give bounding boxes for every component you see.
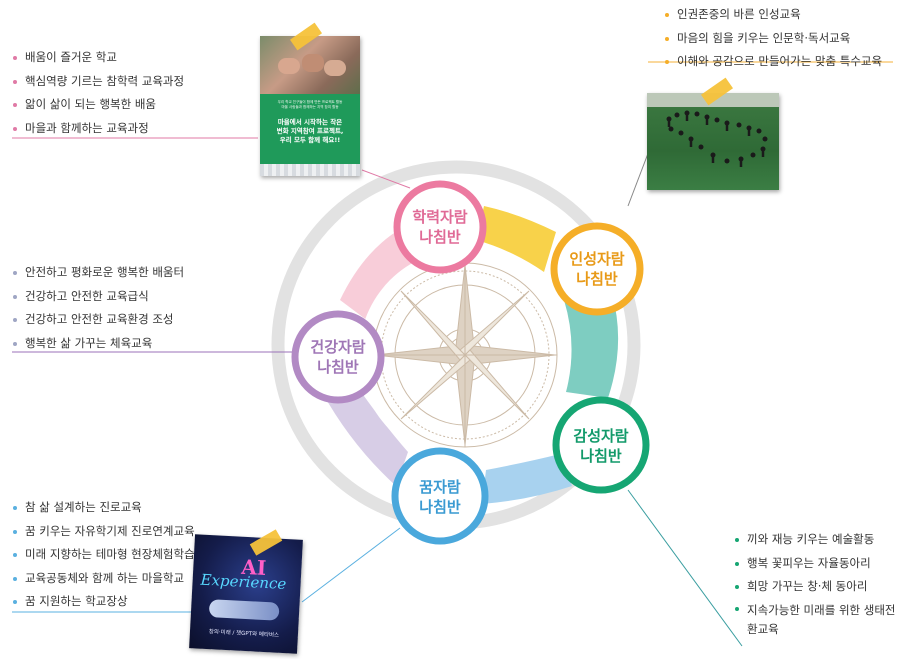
list-item: 안전하고 평화로운 행복한 배움터	[12, 261, 184, 285]
list-item: 건강하고 안전한 교육급식	[12, 285, 184, 309]
fist-shape	[278, 58, 300, 74]
list-item: 지속가능한 미래를 위한 생태전환교육	[734, 599, 904, 639]
leader-lines	[12, 61, 893, 647]
list-item: 핵심역량 기르는 참학력 교육과정	[12, 70, 184, 94]
list-item: 희망 가꾸는 창·체 동아리	[734, 575, 904, 599]
list-gamseong: 끼와 재능 키우는 예술활동 행복 꽃피우는 자율동아리 희망 가꾸는 창·체 …	[734, 528, 904, 639]
ai-caption: 창의·미래 / 챗GPT와 메타버스	[208, 629, 280, 639]
node-label-hakryeok: 학력자람 나침반	[412, 208, 468, 246]
field-photo	[647, 93, 779, 190]
node-kkum[interactable]	[391, 447, 489, 545]
list-inseong: 인권존중의 바른 인성교육 마음의 힘을 키우는 인문학·독서교육 이해와 공감…	[664, 3, 882, 74]
students-formation	[666, 110, 768, 167]
node-label-inseong: 인성자람 나침반	[569, 250, 625, 288]
ai-experience-photo: AI Experience 창의·미래 / 챗GPT와 메타버스	[189, 534, 303, 654]
poster-grid-strip	[260, 164, 360, 176]
poster-text: 마을에서 시작하는 작은 변화 지역참여 프로젝트, 우리 모두 함께 해요!!	[276, 118, 344, 144]
list-item: 건강하고 안전한 교육환경 조성	[12, 308, 184, 332]
ai-title: Experience	[200, 570, 287, 594]
list-item: 인권존중의 바른 인성교육	[664, 3, 882, 27]
list-item: 배움이 즐거운 학교	[12, 46, 184, 70]
poster-small-text: 우리 학교 친구들이 함께 만든 프로젝트 활동 마을 사람들과 함께하는 지역…	[277, 100, 343, 109]
node-inseong[interactable]	[550, 222, 644, 316]
fist-shape	[324, 60, 346, 76]
list-geongang: 안전하고 평화로운 행복한 배움터 건강하고 안전한 교육급식 건강하고 안전한…	[12, 261, 184, 355]
robot-hand-shape	[208, 599, 280, 621]
fist-shape	[302, 54, 324, 72]
list-item: 끼와 재능 키우는 예술활동	[734, 528, 904, 552]
list-item: 꿈 키우는 자유학기제 진로연계교육	[12, 520, 195, 544]
list-item: 행복 꽃피우는 자율동아리	[734, 552, 904, 576]
compass-rose	[372, 262, 558, 448]
list-item: 이해와 공감으로 만들어가는 맞춤 특수교육	[664, 50, 882, 74]
node-label-kkum: 꿈자람 나침반	[419, 478, 461, 516]
list-item: 행복한 삶 가꾸는 체육교육	[12, 332, 184, 356]
node-geongang[interactable]	[291, 310, 385, 404]
node-label-geongang: 건강자람 나침반	[310, 338, 366, 376]
list-item: 교육공동체와 함께 하는 마을학교	[12, 567, 195, 591]
band-hakryeok-inseong	[476, 206, 556, 272]
band-gamseong-kkum	[482, 454, 572, 504]
list-kkum: 참 삶 설계하는 진로교육 꿈 키우는 자유학기제 진로연계교육 미래 지향하는…	[12, 496, 195, 614]
list-item: 꿈 지원하는 학교장상	[12, 590, 195, 614]
list-item: 마을과 함께하는 교육과정	[12, 117, 184, 141]
list-item: 마음의 힘을 키우는 인문학·독서교육	[664, 27, 882, 51]
node-label-gamseong: 감성자람 나침반	[573, 427, 629, 465]
list-item: 앎이 삶이 되는 행복한 배움	[12, 93, 184, 117]
poster-green-panel: 우리 학교 친구들이 함께 만든 프로젝트 활동 마을 사람들과 함께하는 지역…	[260, 94, 360, 176]
node-gamseong[interactable]	[552, 396, 650, 494]
list-item: 미래 지향하는 테마형 현장체험학습	[12, 543, 195, 567]
node-hakryeok[interactable]	[393, 180, 487, 274]
band-kkum-geongang	[322, 376, 408, 486]
band-inseong-gamseong	[564, 294, 619, 398]
list-item: 참 삶 설계하는 진로교육	[12, 496, 195, 520]
poster-photo: 우리 학교 친구들이 함께 만든 프로젝트 활동 마을 사람들과 함께하는 지역…	[260, 36, 360, 176]
list-hakryeok: 배움이 즐거운 학교 핵심역량 기르는 참학력 교육과정 앎이 삶이 되는 행복…	[12, 46, 184, 140]
